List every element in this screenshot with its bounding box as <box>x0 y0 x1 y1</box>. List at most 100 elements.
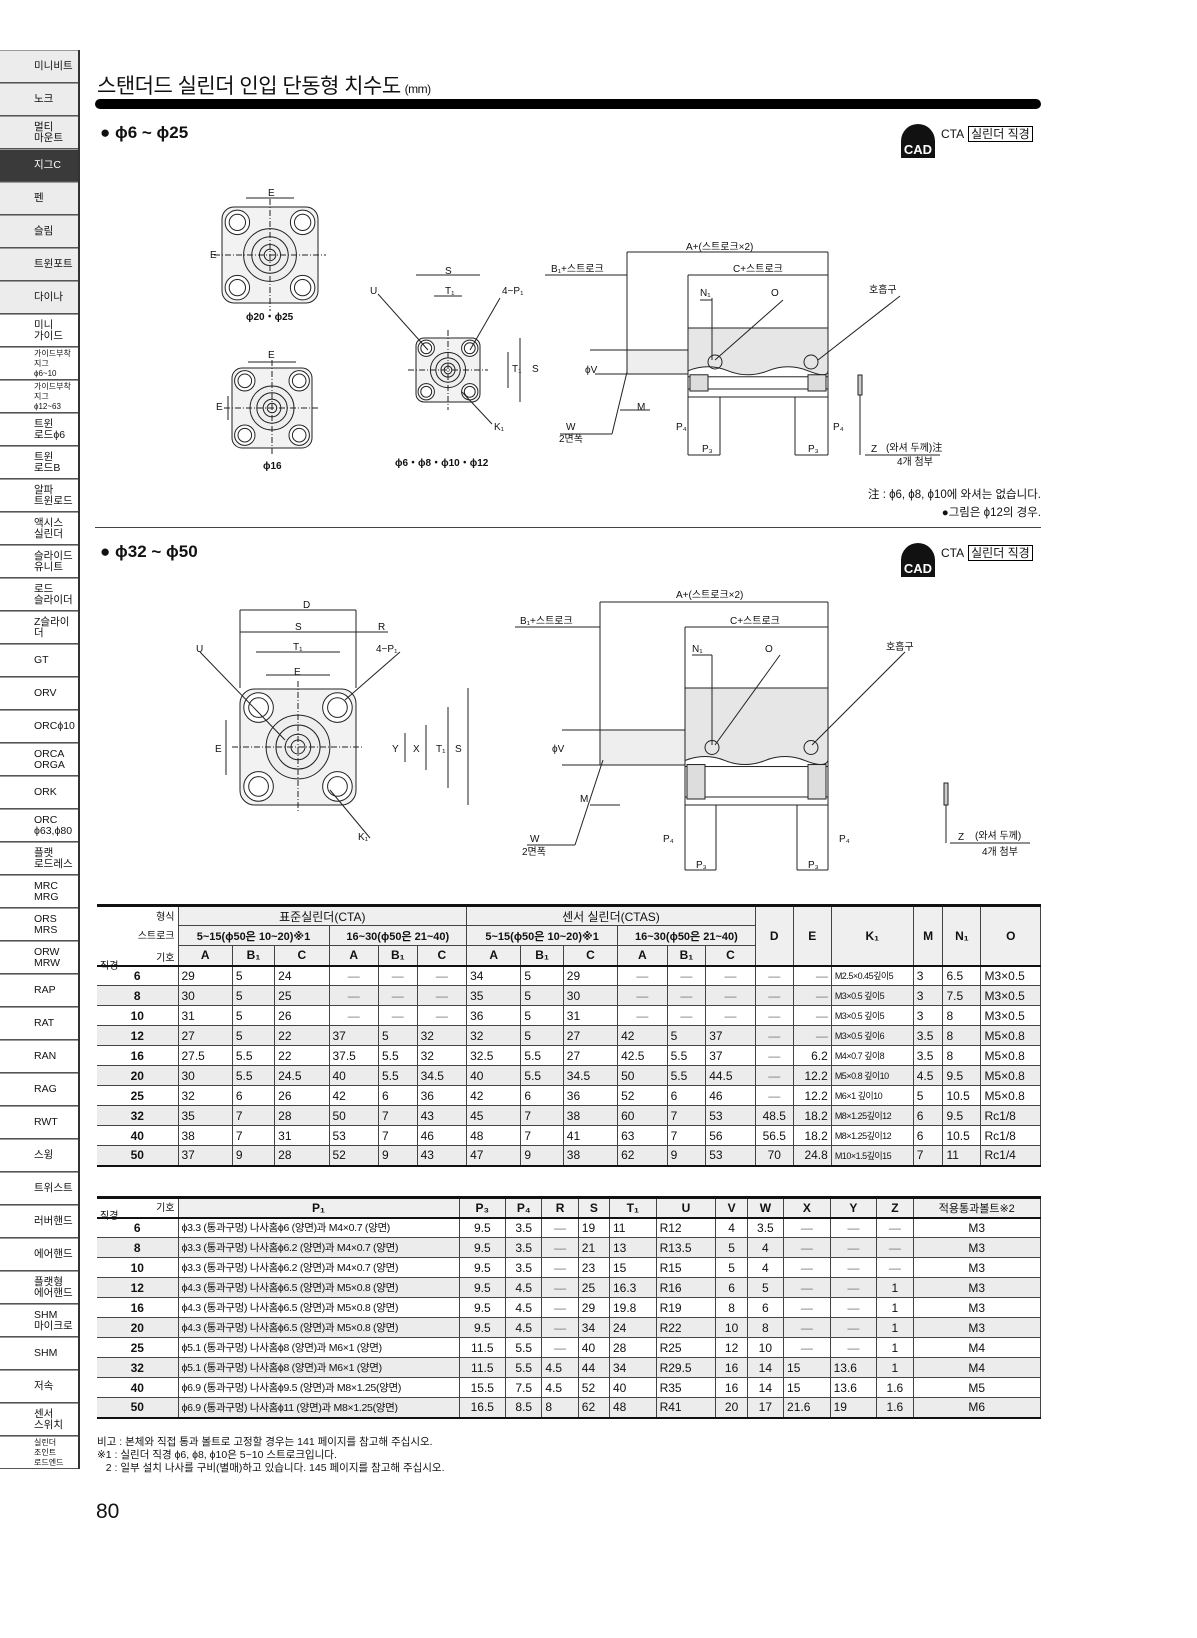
mount-hole-icon <box>228 213 247 232</box>
value-cell: — <box>754 1005 794 1026</box>
bore-cell: 16 <box>97 1297 179 1318</box>
sidebar-item[interactable]: 가이드부착지그 ϕ12~63 <box>0 380 78 413</box>
value-cell: 5 <box>912 1085 944 1106</box>
sidebar-item[interactable]: 로드 슬라이더 <box>0 578 78 611</box>
bolt-head <box>807 764 827 800</box>
corner-label: 기호 <box>156 1203 175 1214</box>
value-cell: 24.8 <box>792 1145 832 1167</box>
sidebar-item[interactable]: 에어핸드 <box>0 1238 78 1271</box>
sidebar-item[interactable]: RWT <box>0 1106 78 1139</box>
sidebar-item[interactable]: RAT <box>0 1007 78 1040</box>
value-cell: 44.5 <box>705 1065 756 1086</box>
sidebar-item[interactable]: RAG <box>0 1073 78 1106</box>
value-cell: 24 <box>274 964 330 986</box>
cad-icon[interactable]: CAD <box>901 543 935 577</box>
value-cell: 40 <box>577 1337 611 1358</box>
sidebar-item[interactable]: 지그C <box>0 149 78 182</box>
value-cell: 4.5 <box>541 1377 579 1398</box>
sidebar-item[interactable]: RAN <box>0 1040 78 1073</box>
sidebar-item[interactable]: 노크 <box>0 83 78 116</box>
sidebar-item[interactable]: 미니 가이드 <box>0 314 78 347</box>
dim-label: S <box>295 622 302 633</box>
sidebar-item[interactable]: 미니비트 <box>0 50 78 83</box>
sidebar-item[interactable]: ORC ϕ63,ϕ80 <box>0 809 78 842</box>
sidebar-item[interactable]: 다이나 <box>0 281 78 314</box>
value-cell: 25 <box>577 1277 611 1298</box>
sidebar-item[interactable]: 멀티 마운트 <box>0 116 78 149</box>
sidebar-item[interactable]: 트윈 로드B <box>0 446 78 479</box>
sidebar-item[interactable]: RAP <box>0 974 78 1007</box>
value-cell: — <box>705 964 756 986</box>
value-cell: 40 <box>466 1065 522 1086</box>
dim-label: 4−P₁ <box>376 644 398 655</box>
value-cell: — <box>705 985 756 1006</box>
value-cell: 27 <box>177 1025 233 1046</box>
sidebar-item[interactable]: GT <box>0 644 78 677</box>
stroke-header: 16~30(ϕ50은 21~40) <box>617 925 756 946</box>
cad-icon[interactable]: CAD <box>901 124 935 158</box>
value-cell: — <box>541 1317 579 1338</box>
sidebar-item[interactable]: SHM <box>0 1337 78 1370</box>
value-cell: 40 <box>609 1377 657 1398</box>
value-cell: M2.5×0.45깊이5 <box>830 964 914 986</box>
column-header: D <box>754 904 794 966</box>
dim-label: W <box>566 422 576 433</box>
column-header: R <box>541 1196 579 1218</box>
value-cell: M5×0.8 <box>980 1065 1041 1086</box>
sidebar-item[interactable]: 슬라이드 유니트 <box>0 545 78 578</box>
dim-label: S <box>455 744 462 755</box>
sidebar-item[interactable]: 펜 <box>0 182 78 215</box>
column-header: K₁ <box>830 904 914 966</box>
value-cell: ϕ6.9 (통과구멍) 나사홈ϕ11 (양면)과 M8×1.25(양면) <box>177 1397 460 1419</box>
value-cell: 7 <box>520 1125 564 1146</box>
sidebar-item[interactable]: 슬림 <box>0 215 78 248</box>
sidebar-item[interactable]: 트위스트 <box>0 1172 78 1205</box>
value-cell: 30 <box>177 1065 233 1086</box>
sidebar-item[interactable]: ORCϕ10 <box>0 710 78 743</box>
sidebar-item[interactable]: 플랫형 에어핸드 <box>0 1271 78 1304</box>
corner-label: 직경 <box>100 961 119 972</box>
title-bar <box>95 99 1041 109</box>
sidebar-item[interactable]: ORW MRW <box>0 941 78 974</box>
value-cell: — <box>876 1237 914 1258</box>
cad-bore-link[interactable]: 실린더 직경 <box>968 545 1033 561</box>
value-cell: ϕ3.3 (통과구멍) 나사홈ϕ6.2 (양면)과 M4×0.7 (양면) <box>177 1237 460 1258</box>
sidebar-item[interactable]: MRC MRG <box>0 875 78 908</box>
sidebar-item[interactable]: 액시스 실린더 <box>0 512 78 545</box>
value-cell: ϕ4.3 (통과구멍) 나사홈ϕ6.5 (양면)과 M5×0.8 (양면) <box>177 1297 460 1318</box>
sidebar-item[interactable]: 알파 트윈로드 <box>0 479 78 512</box>
value-cell: — <box>783 1257 831 1278</box>
bore-cell: 12 <box>97 1025 179 1046</box>
sidebar-item[interactable]: ORV <box>0 677 78 710</box>
value-cell: 26 <box>274 1085 330 1106</box>
sidebar-item[interactable]: ORK <box>0 776 78 809</box>
dim-label: T₁ <box>445 286 455 297</box>
sidebar-item[interactable]: 트윈포트 <box>0 248 78 281</box>
sidebar-item[interactable]: ORS MRS <box>0 908 78 941</box>
sidebar-item[interactable]: 실린더 조인트 로드엔드 <box>0 1436 78 1469</box>
sidebar-item[interactable]: 러버핸드 <box>0 1205 78 1238</box>
sidebar-item[interactable]: Z슬라이더 <box>0 611 78 644</box>
sidebar-item[interactable]: ORCA ORGA <box>0 743 78 776</box>
cad-bore-link[interactable]: 실린더 직경 <box>968 126 1033 142</box>
value-cell: 3.5 <box>746 1216 785 1238</box>
value-cell: 53 <box>705 1145 756 1167</box>
column-header: X <box>783 1196 831 1218</box>
sidebar-item[interactable]: 저속 <box>0 1370 78 1403</box>
sidebar-item[interactable]: 가이드부착지그 ϕ6~10 <box>0 347 78 380</box>
drawing-labels-section1: E E ϕ20・ϕ25 E E ϕ16 S T₁ U 4−P₁ T₁ S K₁ … <box>210 188 942 472</box>
mount-hole-icon <box>291 427 307 443</box>
sidebar-item[interactable]: SHM 마이크로 <box>0 1304 78 1337</box>
dim-label: 호흡구 <box>869 283 897 296</box>
sidebar-item[interactable]: 플랫 로드레스 <box>0 842 78 875</box>
sidebar-item[interactable]: 트윈 로드ϕ6 <box>0 413 78 446</box>
value-cell: 7 <box>231 1125 276 1146</box>
sidebar-item[interactable]: 스윙 <box>0 1139 78 1172</box>
bolt-head <box>689 374 709 392</box>
value-cell: — <box>754 985 794 1006</box>
sidebar-item[interactable]: 센서 스위치 <box>0 1403 78 1436</box>
column-header: E <box>792 904 832 966</box>
